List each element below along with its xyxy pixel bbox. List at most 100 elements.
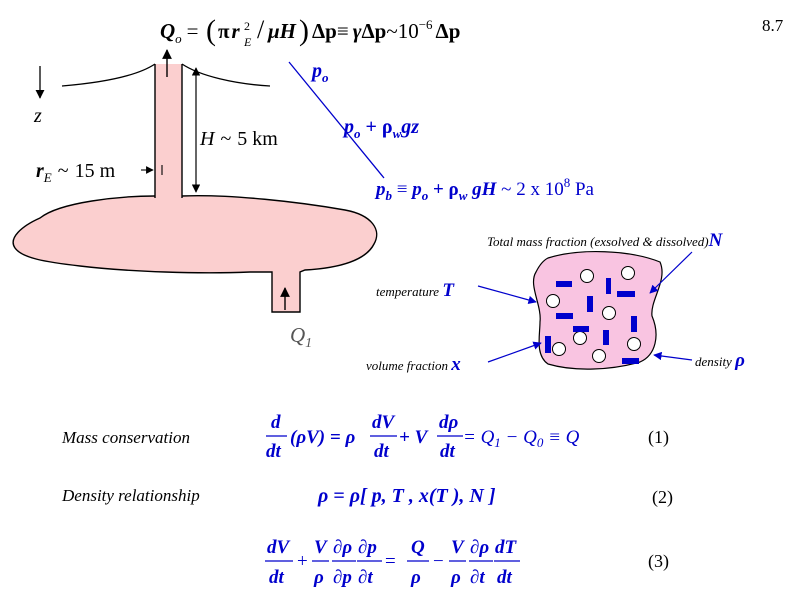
radius-r: r (36, 160, 44, 182)
bubble (592, 349, 606, 363)
header-equiv: ≡ (337, 19, 349, 43)
eq3-f7-den: ∂t (470, 567, 485, 588)
eq3-f5-den: ρ (410, 567, 421, 588)
crystal (573, 326, 589, 332)
crystal (603, 330, 609, 345)
eq3-eq: = (385, 551, 396, 572)
svg-text:rE~15 m: rE ~15 m (36, 160, 116, 185)
p-b-unit: Pa (570, 179, 594, 200)
p-b-equiv: ≡ (392, 179, 412, 200)
svg-text:po + ρwgz: po + ρwgz (342, 116, 419, 141)
eq1-rhs2: − Q (501, 427, 537, 448)
eq1-number: (1) (648, 427, 669, 448)
ground-surface-left (61, 63, 156, 87)
radius-sym: ~ (58, 160, 69, 182)
eq1-term1: (ρV) = ρ (290, 427, 355, 448)
p-b-exp: 8 (564, 175, 571, 190)
p-z-sub: o (354, 126, 361, 141)
p-b-gh: gH (467, 179, 497, 200)
radius-sub: E (43, 170, 52, 185)
p-b-sub: b (386, 188, 393, 203)
header-paren-close: ) (299, 14, 309, 47)
svg-text:= Q1 − Q0 ≡ Q: = Q1 − Q0 ≡ Q (463, 427, 580, 450)
mass-fraction-symbol: N (708, 230, 724, 251)
crystal (556, 313, 573, 319)
upper-conduit (155, 64, 182, 200)
crystals (545, 278, 639, 364)
svg-text:Total mass fraction (exsolved: Total mass fraction (exsolved & dissolve… (487, 230, 724, 251)
eq1-rhs2-sub: 0 (537, 435, 544, 450)
bubble (602, 306, 616, 320)
density-symbol: ρ (734, 350, 745, 371)
eq3-f6-num: V (451, 537, 465, 558)
crystal (587, 296, 593, 312)
svg-text:Δp≡γΔp~10−6Δp: Δp≡γΔp~10−6Δp (312, 17, 460, 43)
depth-sym: ~ (220, 128, 231, 150)
eq2-body: ρ = ρ[ p, T , x(T ), N ] (317, 485, 496, 507)
temperature-label: temperature (376, 284, 442, 299)
eq3-f3-num: ∂ρ (333, 537, 352, 558)
svg-text:temperature T: temperature T (376, 280, 455, 301)
eq3-f6-den: ρ (450, 567, 461, 588)
slide-number: 8.7 (762, 16, 784, 35)
p-b-plus: + ρ (428, 179, 459, 200)
eq3-f1-den: dt (269, 567, 285, 588)
ground-surface-right (181, 63, 271, 87)
radius-value: 15 m (75, 160, 116, 182)
svg-text:H~5 km: H~5 km (199, 128, 278, 150)
eq3-f3-den: ∂p (333, 567, 352, 588)
eq2-label: Density relationship (61, 486, 200, 505)
eq3-f1-num: dV (267, 537, 291, 558)
pressure-line (288, 61, 385, 179)
eq3-f2-den: ρ (313, 567, 324, 588)
p-b-w: w (459, 188, 468, 203)
header-q-sub: o (175, 31, 182, 46)
eq1-f3-den: dt (440, 441, 456, 462)
header-r-sup: 2 (244, 19, 250, 33)
svg-text:volume fraction x: volume fraction x (366, 354, 461, 375)
inflow-q-sub: 1 (305, 336, 312, 351)
header-paren-open: ( (206, 14, 216, 47)
eq1-term2: + V (399, 427, 429, 448)
header-slash: / (257, 15, 265, 44)
eq1-rhs3: ≡ Q (543, 427, 579, 448)
header-muh: μH (267, 19, 297, 43)
eq1-f2-den: dt (374, 441, 390, 462)
p-b-p: p (374, 179, 386, 200)
eq1-f1-num: d (271, 412, 281, 433)
bubble (552, 342, 566, 356)
header-eq: = (187, 19, 199, 43)
bubbles (546, 266, 641, 363)
p-o-sub: o (322, 70, 329, 85)
eq3-plus: + (297, 551, 308, 572)
svg-text:po: po (310, 60, 329, 85)
inflow-q: Q (290, 323, 305, 347)
bubble (580, 269, 594, 283)
eq1-label: Mass conservation (61, 428, 190, 447)
svg-text:πr: πr (218, 19, 241, 43)
equation-pressure-evolution: dV dt + V ρ ∂ρ ∂p ∂p ∂t = Q ρ − V ρ ∂ρ ∂… (265, 537, 669, 588)
eq3-minus: − (433, 551, 444, 572)
header-exp: −6 (419, 17, 433, 32)
svg-text:density ρ: density ρ (695, 350, 745, 371)
density-arrow (653, 351, 693, 361)
header-dp3: Δp (436, 19, 461, 43)
eq3-f7-num: ∂ρ (470, 537, 489, 558)
eq3-f4-den: ∂t (358, 567, 373, 588)
depth-h: H (199, 128, 216, 150)
header-dp2: Δp (361, 19, 386, 43)
header-r-sub: E (243, 35, 252, 49)
header-q: Q (160, 19, 175, 43)
eq1-rhs1: = Q (463, 427, 495, 448)
temperature-arrow (477, 285, 537, 305)
eq3-f8-num: dT (495, 537, 518, 558)
eq1-rhs1-sub: 1 (494, 435, 501, 450)
magma-chamber (12, 195, 378, 313)
depth-value: 5 km (237, 128, 278, 150)
temperature-symbol: T (442, 280, 455, 301)
p-b-approx: ~ 2 x 10 (496, 179, 563, 200)
bubble (627, 337, 641, 351)
eq3-f4-num: ∂p (358, 537, 377, 558)
p-b-po-sub: o (422, 188, 429, 203)
